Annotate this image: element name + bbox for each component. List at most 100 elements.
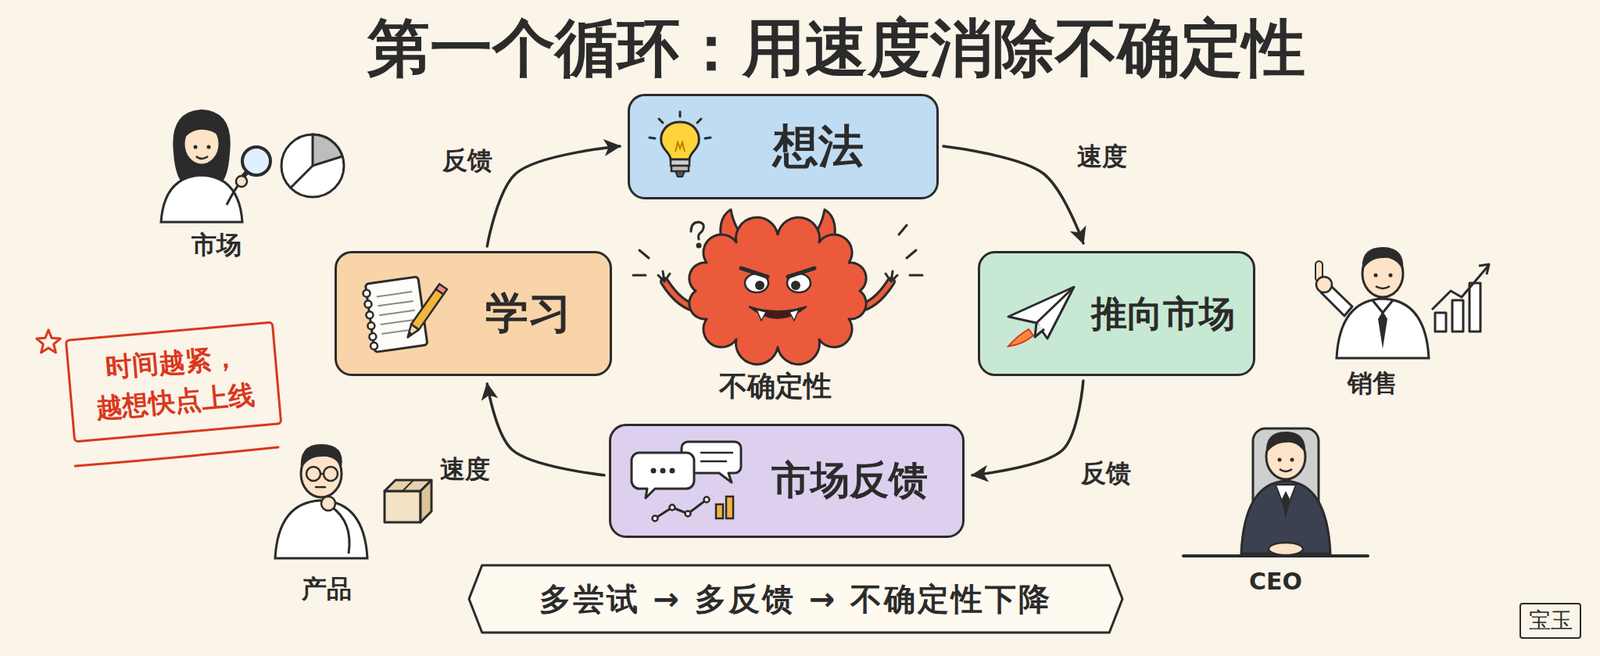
node-text: 学习 — [485, 288, 572, 338]
person-label: 市场 — [191, 230, 242, 260]
notebook-icon-part-part-part — [376, 291, 413, 297]
bar-chart-part — [1452, 300, 1464, 332]
lightbulb-icon-part-part — [697, 118, 702, 123]
sales-man-part — [1316, 276, 1332, 293]
paper-plane-icon-part — [1034, 322, 1045, 337]
product-box — [384, 479, 432, 523]
uncertainty-monster-part — [791, 280, 801, 290]
pie-chart — [281, 134, 344, 197]
person-label: CEO — [1249, 568, 1303, 596]
product-man-part — [321, 496, 336, 511]
agitation-marks-part — [633, 274, 646, 277]
summary-banner: 多尝试 → 多反馈 → 不确定性下降 — [468, 565, 1123, 633]
feedback-icon-part — [660, 468, 666, 474]
agitation-marks-part — [906, 250, 917, 258]
lightbulb-icon-part — [661, 121, 700, 160]
flow-arrow — [486, 146, 620, 247]
notebook-icon-part-part-part — [364, 300, 373, 308]
product-box-part — [420, 479, 432, 523]
notebook-icon-part-part — [411, 288, 444, 330]
lightbulb-icon-part-part — [649, 137, 656, 139]
notebook-icon-part-part — [404, 324, 419, 341]
sales-man-part — [1374, 273, 1379, 278]
sales-man-part — [1388, 273, 1393, 278]
paper-plane-icon — [1002, 277, 1081, 350]
bar-chart-part — [1431, 265, 1489, 310]
edge-label: 速度 — [1073, 142, 1132, 172]
feedback-icon-part — [631, 452, 695, 498]
pie-chart-part — [290, 165, 313, 188]
agitation-marks — [633, 221, 923, 276]
center-label: 不确定性 — [719, 369, 832, 402]
market-woman-part — [207, 145, 212, 150]
uncertainty-monster-part — [789, 309, 799, 321]
agitation-marks-part — [639, 250, 649, 258]
product-box-part — [402, 479, 414, 491]
feedback-icon-part — [655, 499, 707, 519]
market-woman-part — [183, 118, 222, 140]
market-woman-part — [196, 156, 208, 159]
ceo-man — [1183, 428, 1368, 556]
process-box: 市场反馈 — [608, 423, 965, 538]
star-mark-part — [36, 329, 61, 353]
lightbulb-icon-part-part — [658, 118, 663, 123]
notebook-icon-part-part-part — [368, 332, 377, 341]
ceo-man-part — [1266, 431, 1306, 454]
notebook-icon-part-part — [436, 283, 448, 294]
product-man-part — [300, 443, 343, 469]
process-box: 想法 — [627, 93, 939, 200]
lightbulb-icon-part — [675, 171, 685, 177]
feedback-icon-part — [700, 460, 727, 463]
feedback-icon — [628, 436, 757, 525]
bar-chart-part — [1478, 264, 1490, 275]
notebook-icon-part-part-part — [369, 341, 378, 350]
node-text: 想法 — [773, 120, 864, 173]
bar-chart — [1431, 264, 1490, 332]
uncertainty-monster-part — [689, 217, 867, 365]
edge-label: 反馈 — [438, 146, 497, 176]
lightbulb-icon-part-part — [679, 111, 682, 117]
ceo-man-part — [1279, 468, 1293, 472]
market-woman-part — [236, 175, 247, 187]
sales-man-part — [1378, 311, 1388, 349]
lightbulb-icon-part-part — [705, 137, 711, 139]
banner-ribbon-part — [468, 565, 1123, 633]
note-underline — [75, 447, 279, 466]
uncertainty-monster-part — [658, 271, 670, 282]
sales-man-part — [1375, 286, 1390, 289]
node-text: 推向市场 — [1091, 293, 1235, 335]
market-woman-part — [242, 146, 271, 176]
sales-man — [1315, 246, 1429, 358]
feedback-icon-part — [726, 496, 734, 519]
product-man — [275, 443, 368, 559]
agitation-marks-part — [898, 225, 907, 235]
product-man-part — [331, 506, 350, 554]
person-label: 产品 — [301, 574, 352, 604]
product-man-part — [320, 472, 324, 476]
uncertainty-monster — [658, 209, 898, 365]
process-box: 推向市场 — [977, 250, 1256, 376]
node-text: 多尝试 → 多反馈 → 不确定性下降 — [539, 580, 1053, 617]
ceo-man-part — [1183, 554, 1368, 558]
market-woman — [161, 109, 271, 222]
bar-chart-part — [1469, 282, 1481, 332]
node-text: 市场反馈 — [771, 458, 928, 504]
notebook-icon-part-part-part — [381, 329, 412, 334]
feedback-icon-part — [651, 468, 657, 474]
node-text: 宝玉 — [1528, 608, 1573, 634]
feedback-icon-part — [715, 504, 724, 519]
lightbulb-icon — [648, 110, 712, 182]
notebook-icon-part-part-part — [367, 322, 376, 330]
notebook-icon-part-part — [362, 289, 379, 351]
paper-plane-icon-part — [1008, 286, 1074, 339]
agitation-marks-part — [690, 221, 704, 240]
paper-plane-icon-part — [1008, 329, 1034, 347]
feedback-icon-part-part — [685, 511, 691, 517]
diagram-title: 第一个循环：用速度消除不确定性 — [367, 12, 1306, 85]
feedback-icon-part — [700, 451, 734, 455]
star-mark — [36, 329, 61, 353]
uncertainty-monster-part — [885, 271, 898, 282]
signature-stamp: 宝玉 — [1519, 602, 1582, 639]
